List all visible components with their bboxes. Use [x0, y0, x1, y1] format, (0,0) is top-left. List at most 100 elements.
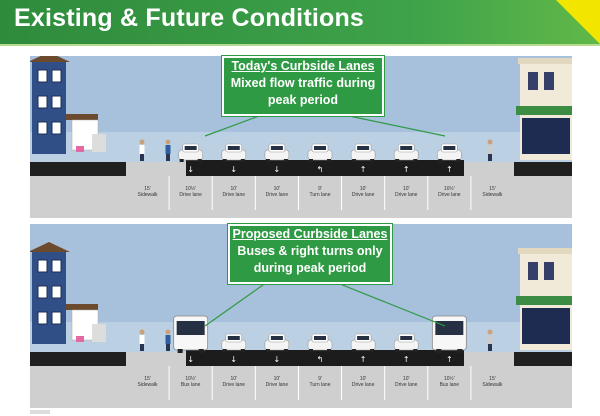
- lane-label: 10½'Bus lane: [427, 376, 471, 388]
- car-wheel: [222, 159, 227, 162]
- bus-wheel: [436, 349, 442, 353]
- pedestrian-head: [487, 139, 493, 145]
- bus-windshield: [176, 321, 205, 335]
- lane-name: Sidewalk: [137, 382, 158, 388]
- storefront: [522, 308, 570, 344]
- car: [307, 333, 333, 352]
- house-left: [28, 242, 106, 344]
- lane-width: 9': [318, 376, 322, 382]
- proposed-callout: Proposed Curbside Lanes Buses & right tu…: [228, 224, 392, 284]
- lane-arrow-icon: ↑: [403, 165, 410, 174]
- proposed-callout-line2: during peak period: [253, 261, 367, 275]
- lane-label: 15'Sidewalk: [126, 376, 170, 388]
- lane-arrow-icon: ↑: [446, 165, 453, 174]
- pedestrian-head: [139, 139, 145, 145]
- building-window: [528, 72, 538, 90]
- lane-label: 10'Drive lane: [341, 376, 385, 388]
- pedestrian: [139, 329, 145, 351]
- building-window: [544, 72, 554, 90]
- house-window: [37, 285, 48, 299]
- lane-width: 15': [489, 186, 496, 192]
- existing-callout-line2: peak period: [267, 93, 339, 107]
- store-awning: [516, 106, 574, 115]
- house-window: [37, 69, 48, 83]
- car-windshield: [314, 146, 326, 150]
- pedestrian-body: [165, 145, 171, 154]
- building-window: [544, 262, 554, 280]
- sidewalk-right-surface: [464, 162, 514, 176]
- ground: [30, 366, 572, 408]
- car: [221, 333, 247, 352]
- car: [264, 143, 290, 162]
- pedestrian: [487, 329, 493, 351]
- lane-label: 10½'Bus lane: [169, 376, 213, 388]
- lane-arrow-icon: ↓: [274, 355, 281, 364]
- house-window: [37, 95, 48, 109]
- house-window: [37, 121, 48, 135]
- building-right: [516, 248, 578, 350]
- house-window: [51, 95, 62, 109]
- house-window: [51, 311, 62, 325]
- car: [437, 143, 462, 162]
- house-window: [37, 311, 48, 325]
- lane-width: 10': [402, 186, 410, 192]
- lane-label: 10½'Drive lane: [427, 186, 471, 198]
- lane-width: 10½': [185, 186, 196, 192]
- lane-arrow-icon: ↑: [403, 355, 410, 364]
- pedestrian-body: [165, 335, 171, 344]
- car: [350, 333, 376, 352]
- sidewalk-left-surface: [126, 352, 186, 366]
- car-wheel: [352, 159, 357, 162]
- lane-label: 15'Sidewalk: [470, 376, 514, 388]
- lane-arrow-icon: ↰: [317, 355, 324, 364]
- car-wheel: [456, 159, 461, 162]
- lane-width: 10': [230, 376, 238, 382]
- car-windshield: [357, 146, 370, 150]
- car-wheel: [265, 349, 270, 352]
- lane-name: Sidewalk: [137, 192, 158, 198]
- pedestrian: [139, 139, 145, 161]
- lane-label: 10'Drive lane: [384, 186, 428, 198]
- lane-name: Drive lane: [222, 192, 246, 198]
- car-wheel: [240, 349, 245, 352]
- pedestrian-legs: [166, 154, 170, 161]
- lane-width: 10': [359, 376, 367, 382]
- car-windshield: [227, 146, 240, 150]
- lane-width: 15': [144, 186, 151, 192]
- pedestrian-head: [487, 329, 493, 335]
- car: [350, 143, 376, 162]
- lane-name: Drive lane: [351, 382, 375, 388]
- lane-arrow-icon: ↓: [230, 355, 237, 364]
- car-wheel: [413, 159, 418, 162]
- lane-label: 10'Drive lane: [384, 376, 428, 388]
- car-wheel: [370, 349, 375, 352]
- lane-width: 10': [402, 376, 410, 382]
- car-windshield: [443, 146, 456, 150]
- car-wheel: [222, 349, 227, 352]
- pedestrian-legs: [166, 344, 170, 351]
- lane-width: 10': [359, 186, 367, 192]
- lane-width: 10½': [443, 186, 455, 192]
- existing-callout-line1: Mixed flow traffic during: [230, 76, 376, 90]
- sky-haze: [30, 322, 572, 352]
- pedestrian-legs: [140, 154, 144, 161]
- car-wheel: [179, 159, 184, 162]
- lane-name: Drive lane: [265, 192, 289, 198]
- car: [393, 333, 419, 352]
- car: [393, 143, 419, 162]
- lane-width: 15': [144, 376, 151, 382]
- lane-name: Drive lane: [179, 192, 202, 198]
- storefront: [522, 118, 570, 154]
- car-wheel: [309, 349, 313, 352]
- pedestrian-legs: [140, 344, 144, 351]
- sidewalk-left-surface: [126, 162, 186, 176]
- bus-wheel: [457, 349, 463, 353]
- lane-arrow-icon: ↰: [317, 165, 324, 174]
- lane-name: Drive lane: [222, 382, 246, 388]
- lane-label: 10'Drive lane: [255, 186, 299, 198]
- pedestrian-body: [139, 335, 145, 344]
- lane-label: 15'Sidewalk: [470, 186, 514, 198]
- house-window: [51, 121, 62, 135]
- header-divider: [0, 44, 600, 46]
- lane-label: 10'Drive lane: [255, 376, 299, 388]
